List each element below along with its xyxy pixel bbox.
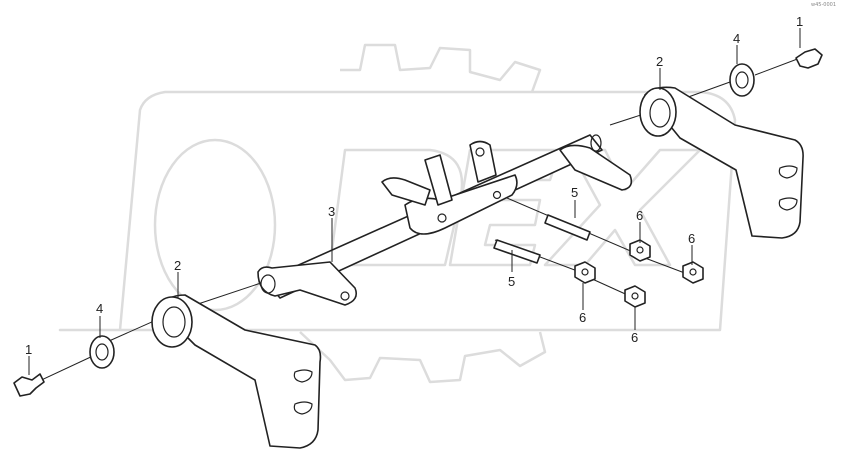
- callout-nut-d: 6: [631, 330, 638, 345]
- callout-nut-c: 6: [579, 310, 586, 325]
- callout-bearing-right: 4: [733, 31, 740, 46]
- pins: [493, 214, 591, 264]
- callout-nut-b: 6: [688, 231, 695, 246]
- corner-code: w45-0001: [811, 2, 836, 8]
- watermark-logo: [58, 43, 737, 384]
- nuts: [574, 239, 704, 308]
- bracket-right: [639, 86, 804, 239]
- callout-bolt-left: 1: [25, 342, 32, 357]
- callout-bracket-right: 2: [656, 54, 663, 69]
- callout-leaders: [28, 28, 801, 375]
- bearings: [89, 63, 755, 369]
- callout-bracket-left: 2: [174, 258, 181, 273]
- callout-pin-upper: 5: [571, 185, 578, 200]
- bracket-left: [151, 294, 322, 449]
- callout-bearing-left: 4: [96, 301, 103, 316]
- callout-pin-lower: 5: [508, 274, 515, 289]
- callout-bolt-right: 1: [796, 14, 803, 29]
- shaft-assembly: [257, 134, 633, 306]
- callout-shaft: 3: [328, 204, 335, 219]
- callout-nut-a: 6: [636, 208, 643, 223]
- bolts: [13, 48, 823, 397]
